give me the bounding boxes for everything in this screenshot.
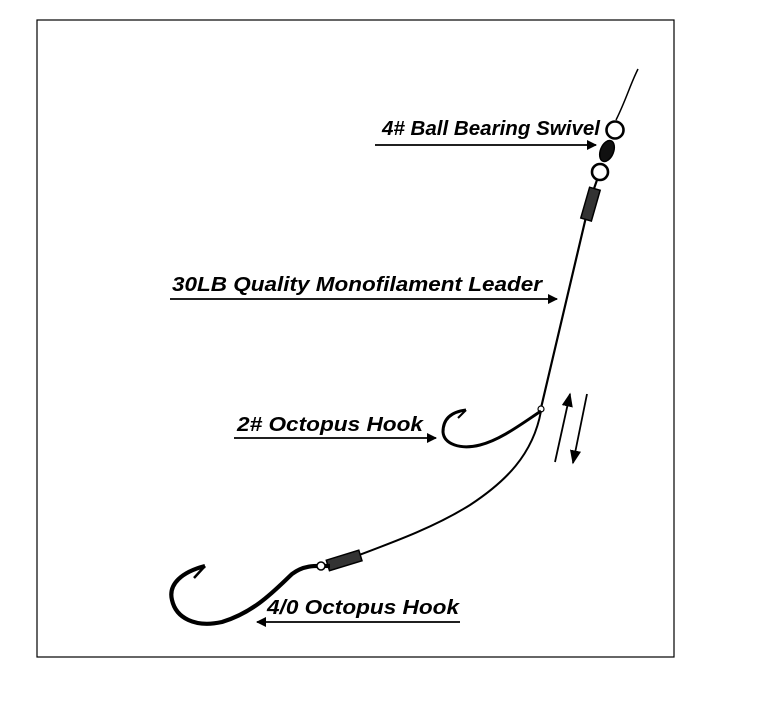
leader-callout: 30LB Quality Monofilament Leader bbox=[170, 274, 558, 304]
small-hook-callout: 2# Octopus Hook bbox=[234, 414, 437, 443]
large-hook-label: 4/0 Octopus Hook bbox=[266, 597, 460, 619]
small-hook-label: 2# Octopus Hook bbox=[236, 414, 424, 436]
swivel-label: 4# Ball Bearing Swivel bbox=[381, 118, 600, 140]
up-down-arrows-icon bbox=[554, 392, 588, 465]
small-octopus-hook bbox=[441, 408, 542, 449]
large-octopus-hook bbox=[169, 563, 331, 626]
ball-bearing-swivel bbox=[590, 120, 625, 182]
upper-crimp-sleeve bbox=[579, 186, 602, 222]
lower-crimp-sleeve bbox=[325, 549, 363, 572]
diagram-frame bbox=[36, 19, 675, 658]
swivel-callout: 4# Ball Bearing Swivel bbox=[375, 118, 600, 150]
large-hook-callout: 4/0 Octopus Hook bbox=[256, 597, 460, 627]
leader-label: 30LB Quality Monofilament Leader bbox=[172, 274, 543, 296]
large-hook-eye bbox=[316, 561, 326, 571]
small-octopus-hook-barb bbox=[457, 409, 467, 419]
large-octopus-hook-barb bbox=[193, 565, 206, 579]
lower-leader-curve bbox=[329, 410, 542, 567]
main-line bbox=[615, 68, 639, 121]
